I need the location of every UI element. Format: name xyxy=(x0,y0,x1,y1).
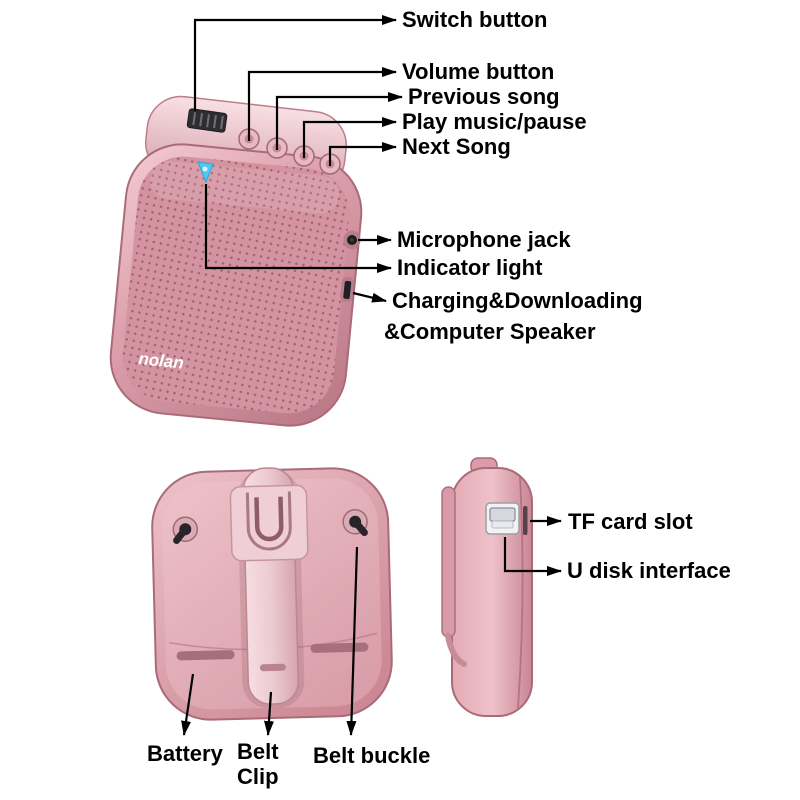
callout-battery-line xyxy=(181,673,195,736)
label-charging-downloading: Charging&Downloading xyxy=(392,288,643,313)
microphone-jack-port xyxy=(343,230,361,250)
label-battery: Battery xyxy=(147,741,223,766)
callout-volume-button-line xyxy=(247,67,397,141)
label-next-song: Next Song xyxy=(402,134,511,159)
clip-u-inner xyxy=(254,496,284,542)
speaker-grille xyxy=(122,156,350,414)
label-u-disk-interface: U disk interface xyxy=(567,558,731,583)
tf-card-slot xyxy=(523,506,528,535)
callout-indicator-light-line xyxy=(204,184,392,273)
clip-slot xyxy=(259,663,286,672)
belt-buckle-hook-left xyxy=(172,516,199,544)
battery-groove-left xyxy=(176,650,235,661)
label-switch-button: Switch button xyxy=(402,7,548,32)
label-belt-buckle: Belt buckle xyxy=(313,743,431,768)
label-play-music-pause: Play music/pause xyxy=(402,109,587,134)
battery-groove-right xyxy=(310,642,369,653)
callout-switch-button-line xyxy=(193,15,397,111)
callout-next-song-line xyxy=(328,142,397,166)
clip-u-outer xyxy=(245,491,292,551)
callout-charging-port-line xyxy=(352,291,387,303)
callout-play-pause-line xyxy=(302,117,397,158)
callout-u-disk-line xyxy=(503,537,562,576)
label-previous-song: Previous song xyxy=(408,84,560,109)
side-seam xyxy=(517,476,524,709)
indicator-led xyxy=(197,161,214,184)
charging-port xyxy=(340,276,354,302)
label-belt-clip-line1: Belt xyxy=(237,739,279,764)
side-view xyxy=(441,457,533,717)
callout-belt-buckle-line xyxy=(346,546,359,736)
callouts xyxy=(181,15,562,736)
label-tf-card-slot: TF card slot xyxy=(568,509,693,534)
switch-button-control xyxy=(186,108,228,133)
usb-port xyxy=(485,502,520,535)
callout-belt-clip-line xyxy=(263,691,274,736)
label-computer-speaker: &Computer Speaker xyxy=(384,319,596,344)
label-belt-clip-line2: Clip xyxy=(237,764,279,789)
label-volume-button: Volume button xyxy=(402,59,555,84)
callout-previous-song-line xyxy=(275,92,403,150)
label-indicator-light: Indicator light xyxy=(397,255,543,280)
brand-logo: nolan xyxy=(138,349,185,373)
belt-clip xyxy=(229,467,309,705)
label-microphone-jack: Microphone jack xyxy=(397,227,571,252)
front-view: nolan xyxy=(109,95,363,427)
side-belt-clip xyxy=(441,486,467,667)
belt-buckle-hook-right xyxy=(342,509,368,537)
front-sheen xyxy=(149,161,340,214)
back-view xyxy=(151,467,393,721)
